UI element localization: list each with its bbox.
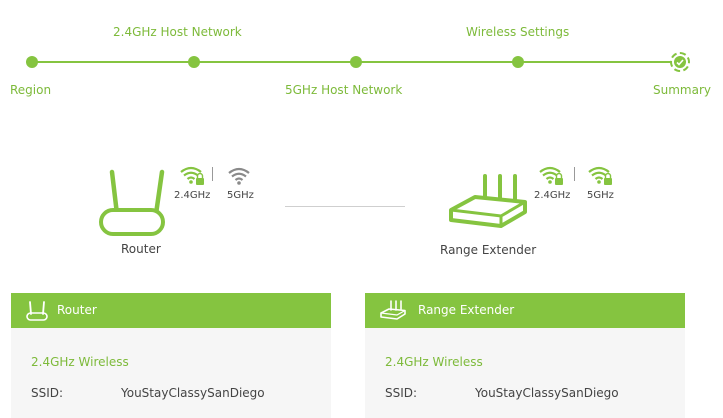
range-extender-label: Range Extender	[440, 243, 537, 257]
router-ssid-label: SSID:	[31, 386, 64, 400]
router-label: Router	[121, 242, 161, 256]
step-label-24ghz-host-network: 2.4GHz Host Network	[113, 25, 242, 39]
extender-24ghz-section-title: 2.4GHz Wireless	[385, 355, 483, 369]
router-panel-header: Router	[11, 293, 331, 328]
band-divider	[212, 167, 213, 181]
step-label-wireless-settings: Wireless Settings	[466, 25, 570, 39]
check-icon	[676, 59, 684, 66]
wifi-24ghz-locked-icon	[180, 166, 204, 185]
router-24ghz-section-title: 2.4GHz Wireless	[31, 355, 129, 369]
router-summary-panel: Router 2.4GHz Wireless SSID: YouStayClas…	[11, 293, 331, 418]
connection-line	[285, 206, 405, 207]
extender-summary-panel: Range Extender 2.4GHz Wireless SSID: You…	[365, 293, 685, 418]
range-extender-icon	[380, 300, 406, 320]
router-band-24-label: 2.4GHz	[174, 190, 211, 201]
extender-band-24-label: 2.4GHz	[534, 190, 571, 201]
extender-ssid-value: YouStayClassySanDiego	[475, 386, 619, 400]
step-dot-summary	[670, 52, 690, 72]
router-icon	[99, 169, 165, 236]
wifi-5ghz-locked-icon	[588, 166, 612, 185]
step-dot-region	[26, 56, 38, 68]
extender-band-5-label: 5GHz	[587, 190, 614, 201]
step-label-summary: Summary	[653, 83, 711, 97]
step-dot-24ghz-host-network	[188, 56, 200, 68]
extender-panel-header: Range Extender	[365, 293, 685, 328]
step-label-region: Region	[10, 83, 52, 97]
extender-panel-title: Range Extender	[418, 303, 515, 317]
band-divider	[574, 167, 575, 181]
router-ssid-value: YouStayClassySanDiego	[121, 386, 265, 400]
step-dot-wireless-settings	[512, 56, 524, 68]
router-icon	[26, 301, 48, 321]
range-extender-icon	[449, 174, 527, 228]
router-band-5-label: 5GHz	[227, 190, 254, 201]
wifi-24ghz-locked-icon	[539, 166, 563, 185]
extender-ssid-label: SSID:	[385, 386, 418, 400]
step-label-5ghz-host-network: 5GHz Host Network	[285, 83, 403, 97]
wifi-5ghz-icon	[228, 167, 250, 185]
router-panel-title: Router	[57, 303, 97, 317]
step-dot-5ghz-host-network	[350, 56, 362, 68]
